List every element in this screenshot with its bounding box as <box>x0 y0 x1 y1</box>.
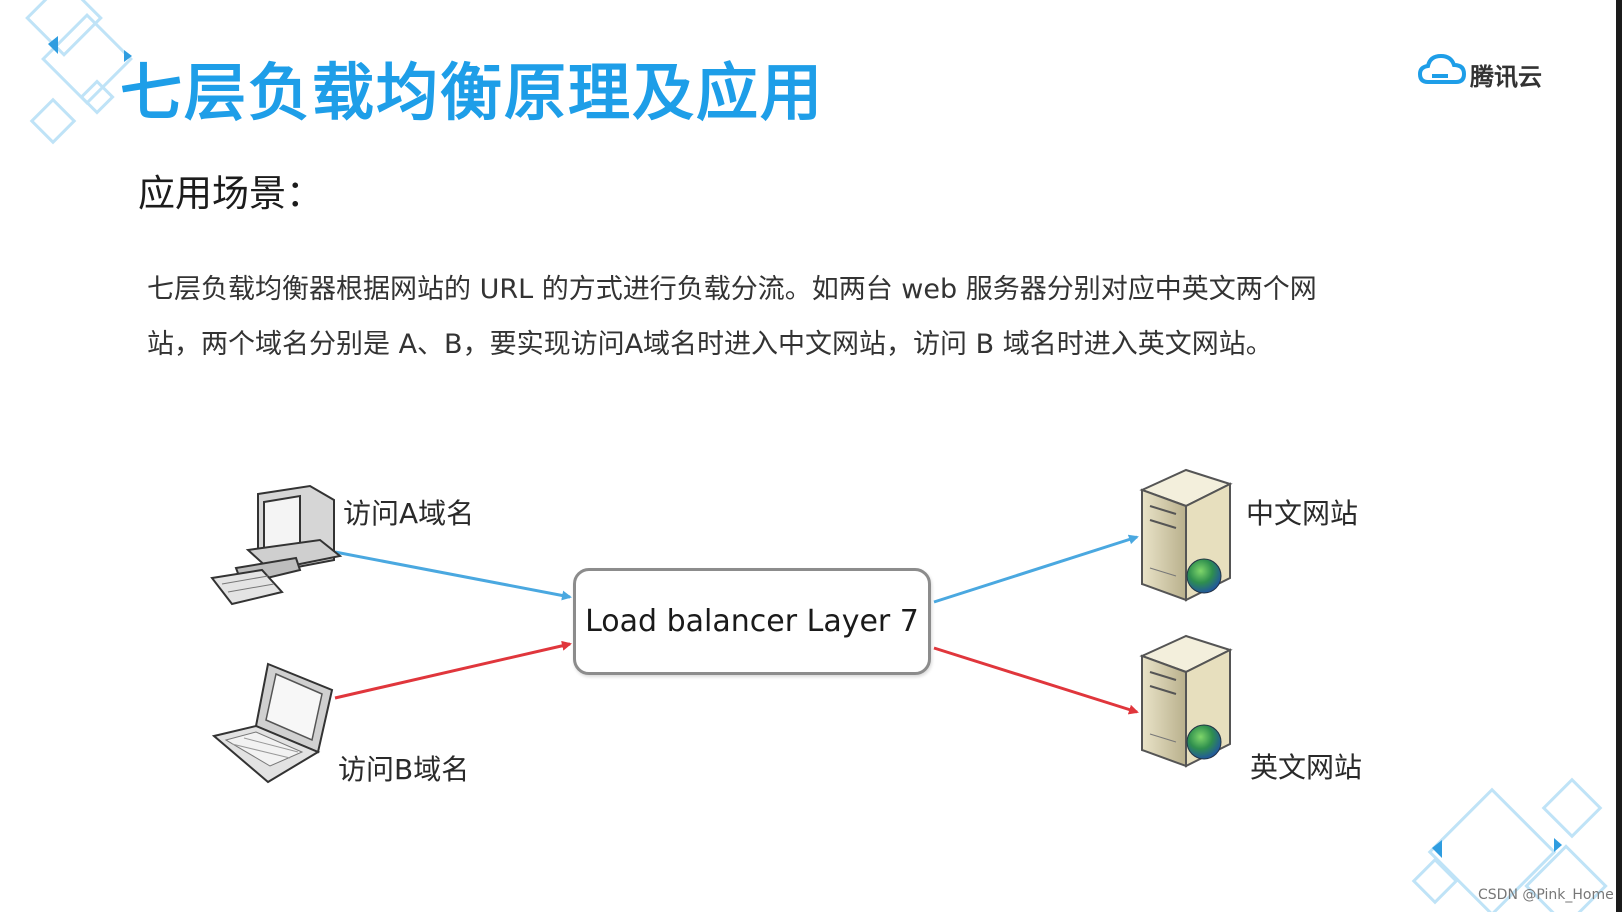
cloud-icon <box>1418 53 1466 84</box>
server-cn-icon <box>1139 468 1233 602</box>
watermark: CSDN @Pink_Home <box>1478 887 1614 903</box>
route-a-in-arrow <box>334 550 572 601</box>
bottom-right-decoration <box>1411 777 1608 912</box>
section-heading: 应用场景： <box>138 172 323 215</box>
client-a-label: 访问A域名 <box>343 497 475 530</box>
client-b-label: 访问B域名 <box>338 753 470 786</box>
top-left-decoration <box>25 0 133 145</box>
route-b-out-arrow <box>933 646 1139 715</box>
server-en-label: 英文网站 <box>1250 751 1363 784</box>
description-line-1: 七层负载均衡器根据网站的 URL 的方式进行负载分流。如两台 web 服务器分别… <box>147 274 1317 305</box>
laptop-icon <box>211 662 334 784</box>
load-balancer-node: Load balancer Layer 7 <box>573 568 931 675</box>
description-line-2: 站，两个域名分别是 A、B，要实现访问A域名时进入中文网站，访问 B 域名时进入… <box>147 329 1273 360</box>
route-b-in-arrow <box>334 640 572 700</box>
load-balancer-label: Load balancer Layer 7 <box>585 604 919 639</box>
route-a-out-arrow <box>933 534 1139 604</box>
desktop-computer-icon <box>210 484 343 606</box>
logo-text: 腾讯云 <box>1470 63 1542 91</box>
page-title: 七层负载均衡原理及应用 <box>120 56 825 129</box>
server-cn-label: 中文网站 <box>1246 497 1359 530</box>
server-en-icon <box>1139 634 1233 768</box>
